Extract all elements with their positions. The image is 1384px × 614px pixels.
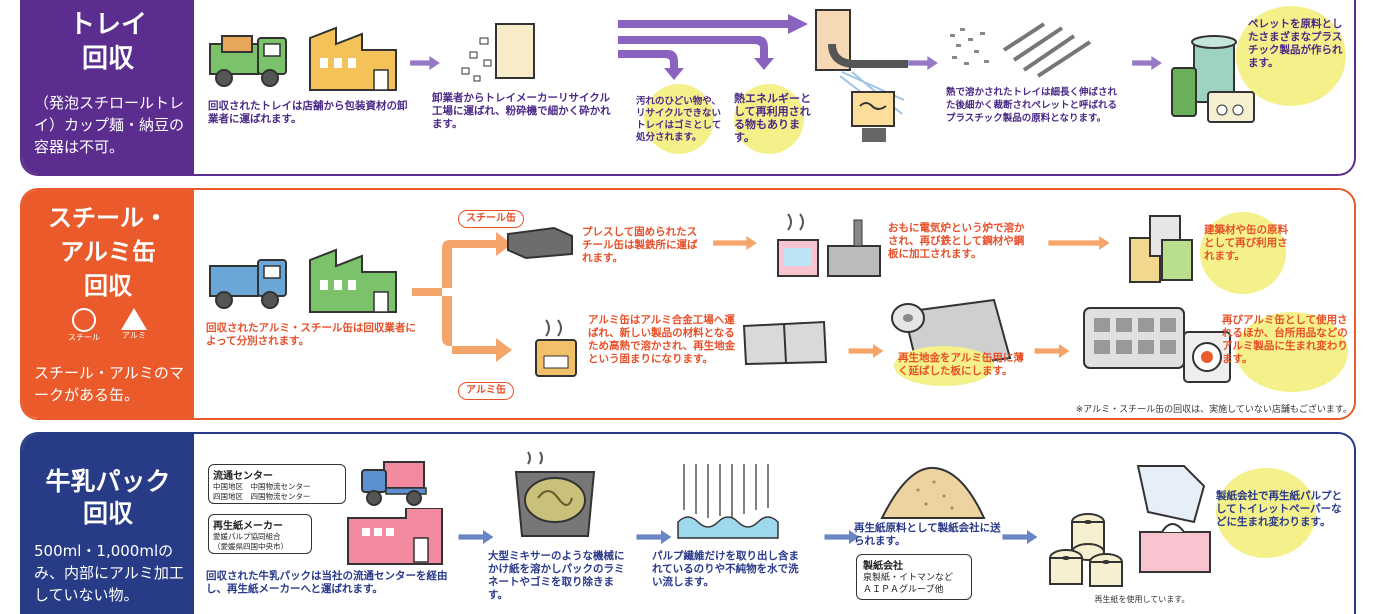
tray-blob-5 (1236, 6, 1346, 106)
can-title-2: アルミ缶 (60, 238, 156, 266)
pulp-pile-icon (880, 466, 986, 519)
arrow-right-icon (713, 236, 757, 250)
aluminum-mark-icon: アルミ (114, 308, 154, 341)
arrow-right-icon (1034, 344, 1070, 358)
paper-company-box: 製紙会社 泉製紙・イトマンなど ＡＩＰＡグループ他 (856, 554, 972, 600)
arrow-right-icon (458, 530, 494, 544)
factory-icon (309, 26, 397, 91)
alu-blob-3 (1236, 312, 1348, 392)
tray-step3a-caption: 汚れのひどい物や、リサイクルできないトレイはゴミとして処分されます。 (636, 96, 722, 143)
pellets-icon (950, 22, 1092, 78)
toilet-paper-icon (1049, 465, 1211, 587)
tray-panel: トレイ 回収 （発泡スチロールトレイ）カップ麺・納豆の容器は不可。 回収されたト… (20, 0, 1356, 176)
plastic-products-icon (1171, 35, 1255, 123)
alu-step2-caption: 再生地金をアルミ缶用に薄く延ばした板にします。 (898, 352, 1024, 377)
tray-step3b-caption: 熱エネルギーとして再利用される物もあります。 (734, 92, 811, 144)
electric-furnace-icon (777, 213, 881, 277)
split-arrow-icon (412, 232, 512, 362)
steel-products-icon (1129, 215, 1193, 283)
arrow-right-icon (1132, 56, 1162, 70)
box2-line2: （愛媛県四国中央市） (213, 542, 288, 551)
factory-icon (309, 248, 397, 313)
tray-blob-3a (644, 84, 714, 154)
truck-icon (209, 259, 287, 309)
arrow-right-icon (848, 344, 884, 358)
aluminum-ingot-icon (742, 320, 828, 366)
tray-side: トレイ 回収 （発泡スチロールトレイ）カップ麺・納豆の容器は不可。 (22, 0, 194, 174)
alu-step3-caption: 再びアルミ缶として使用されるほか、台所用品などのアルミ製品に生まれ変わります。 (1222, 314, 1348, 365)
box3-line1: 泉製紙・イトマンなど (863, 573, 954, 583)
arrow-right-icon (410, 56, 440, 70)
steel-mark-icon: スチール (64, 308, 104, 343)
arrow-right-icon (1048, 236, 1110, 250)
steel-step3-caption: 建築材や缶の原料として再び利用されます。 (1204, 224, 1288, 262)
alu-blob-2 (894, 346, 994, 386)
tray-note: （発泡スチロールトレイ）カップ麺・納豆の容器は不可。 (34, 94, 185, 156)
milk-panel: 牛乳パック 回収 500ml・1,000mlのみ、内部にアルミ加工していない物。… (20, 432, 1356, 614)
tray-title-1: トレイ (68, 10, 147, 40)
aluminum-can-tag: アルミ缶 (458, 382, 514, 400)
tray-title-2: 回収 (81, 44, 134, 74)
arrow-right-icon (1002, 530, 1038, 544)
pressed-steel-icon (507, 226, 573, 260)
distribution-center-box: 流通センター 中国地区 中国物流センター 四国地区 四国物流センター (208, 464, 346, 504)
arrow-right-icon (636, 530, 672, 544)
milk-step5-caption: 製紙会社で再生紙パルプとしてトイレットペーパーなどに生まれ変わります。 (1216, 490, 1342, 528)
milk-blob-5 (1216, 468, 1316, 558)
mixer-icon (514, 451, 596, 537)
steel-blob (1200, 212, 1286, 294)
aluminum-products-icon (1083, 307, 1231, 383)
arrow-right-icon (908, 56, 938, 70)
can-panel: スチール・ アルミ缶 回収 スチール アルミ スチール・アルミのマークがある缶。… (20, 188, 1356, 420)
truck-icon (209, 35, 287, 87)
milk-footnote: 再生紙を使用しています。 (1094, 595, 1190, 604)
tray-step2-caption: 卸業者からトレイメーカーリサイクル工場に運ばれ、粉砕機で細かく砕かれます。 (432, 92, 611, 130)
milk-title-1: 牛乳パック (45, 467, 171, 496)
can-footnote: ※アルミ・スチール缶の回収は、実施していない店舗もございます。 (1075, 405, 1352, 415)
milk-step1-caption: 回収された牛乳パックは当社の流通センターを経由し、再生紙メーカーへと運ばれます。 (206, 570, 448, 595)
steel-step2-caption: おもに電気炉という炉で溶かされ、再び鉄として鋼材や鋼板に加工されます。 (888, 222, 1025, 260)
can-step1-caption: 回収されたアルミ・スチール缶は回収業者によって分別されます。 (206, 322, 416, 347)
split-arrows-icon (618, 14, 808, 80)
milk-note: 500ml・1,000mlのみ、内部にアルミ加工していない物。 (34, 542, 184, 604)
milk-side: 牛乳パック 回収 500ml・1,000mlのみ、内部にアルミ加工していない物。 (22, 434, 194, 614)
box1-line2: 四国地区 四国物流センター (213, 492, 311, 501)
steel-can-tag: スチール缶 (458, 210, 524, 228)
milk-step2-caption: 大型ミキサーのような機械にかけ紙を溶かしパックのラミネートやゴミを取り除きます。 (488, 550, 625, 601)
box2-line1: 愛媛パルプ協同組合 (213, 532, 281, 541)
factory-icon (347, 508, 443, 565)
box1-title: 流通センター (213, 471, 273, 482)
truck-icon (361, 461, 427, 506)
smelting-pot-icon (535, 319, 577, 377)
alu-step1-caption: アルミ缶はアルミ合金工場へ運ばれ、新しい製品の材料となるため高熱で溶かされ、再生… (588, 314, 736, 365)
box1-line1: 中国地区 中国物流センター (213, 482, 311, 491)
can-note: スチール・アルミのマークがある缶。 (34, 364, 184, 404)
paper-maker-box: 再生紙メーカー 愛媛パルプ協同組合 （愛媛県四国中央市） (208, 514, 312, 554)
milk-title-2: 回収 (82, 499, 133, 528)
can-title-1: スチール・ (48, 204, 168, 232)
milk-step3-caption: パルプ繊維だけを取り出し含まれているのりや不純物を水で洗い流します。 (652, 550, 799, 588)
can-side: スチール・ アルミ缶 回収 スチール アルミ スチール・アルミのマークがある缶。 (22, 190, 194, 418)
arrow-right-icon (824, 530, 860, 544)
box3-line2: ＡＩＰＡグループ他 (863, 585, 944, 595)
tray-blob-3b (734, 84, 804, 154)
can-title-3: 回収 (84, 272, 132, 300)
extruder-icon (815, 9, 908, 142)
tray-step5-caption: ペレットを原料としたさまざまなプラスチック製品が作られます。 (1248, 18, 1343, 69)
box2-title: 再生紙メーカー (213, 521, 283, 532)
box3-title: 製紙会社 (863, 561, 903, 572)
milk-step4-caption: 再生紙原料として製紙会社に送られます。 (854, 522, 1001, 547)
steel-step1-caption: プレスして固められたスチール缶は製鉄所に運ばれます。 (582, 226, 698, 264)
tray-step4-caption: 熱で溶かされたトレイは細長く伸ばされた後細かく裁断されペレットと呼ばれるプラスチ… (946, 87, 1118, 124)
crushed-tray-icon (461, 23, 535, 82)
tray-step1-caption: 回収されたトレイは店舗から包装資材の卸業者に運ばれます。 (208, 100, 408, 125)
washing-icon (677, 464, 779, 539)
